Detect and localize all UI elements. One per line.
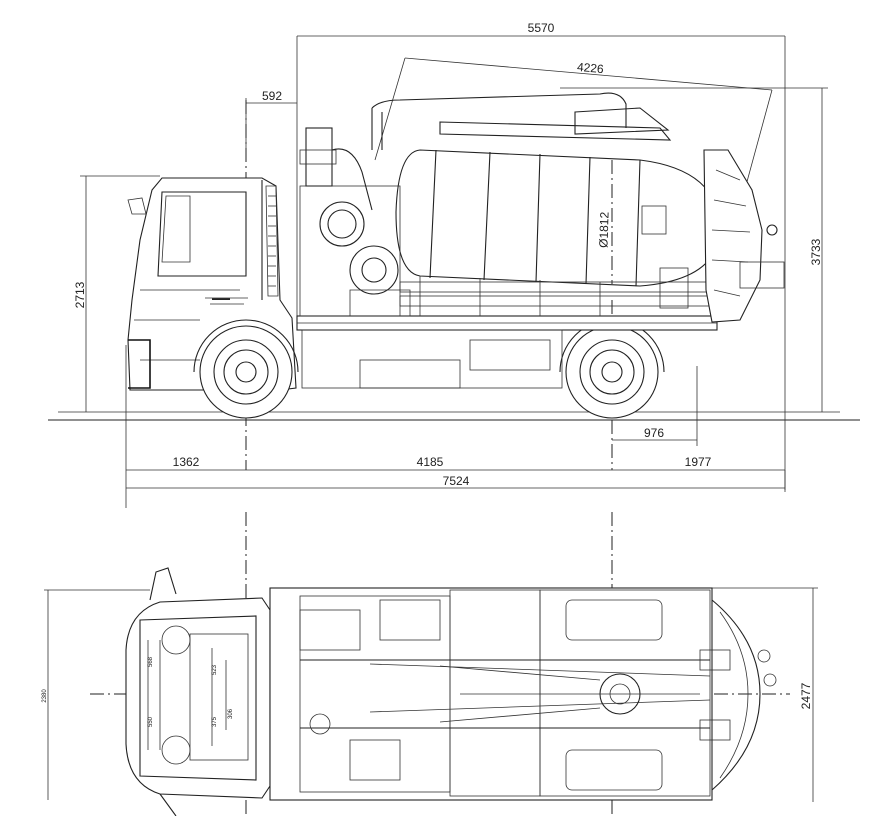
dimension-width: 2380 2477 — [42, 587, 818, 802]
chassis-frame — [296, 315, 718, 389]
dim-label-306: 306 — [228, 708, 234, 719]
cab-badge: ▬▬▬ — [212, 296, 230, 302]
dim-label-375: 375 — [212, 716, 218, 727]
dimension-592: 592 — [245, 89, 297, 150]
rear-wheel — [559, 319, 665, 419]
body-top — [269, 587, 777, 801]
dim-label-1977: 1977 — [685, 455, 712, 469]
dimension-body-length: 5570 — [296, 21, 786, 490]
dim-label-523: 523 — [212, 664, 218, 675]
dim-label-2380: 2380 — [42, 689, 48, 703]
dim-label-7524: 7524 — [443, 474, 470, 488]
dimension-height-overall: 3733 — [560, 87, 828, 412]
dim-label-976: 976 — [644, 426, 664, 440]
side-view: 2713 3733 5570 4226 592 — [48, 21, 860, 508]
dimension-chain: 1362 4185 1977 976 7524 — [125, 345, 786, 508]
dim-label-3733: 3733 — [809, 238, 823, 265]
dimension-tank-length: 4226 — [374, 57, 773, 201]
dim-label-tank-diameter: Ø1812 — [596, 211, 611, 248]
dim-label-1362: 1362 — [173, 455, 200, 469]
dim-label-4226: 4226 — [576, 60, 604, 76]
dim-label-4185: 4185 — [417, 455, 444, 469]
dim-label-592: 592 — [262, 89, 282, 103]
vacuum-tank: Ø1812 — [371, 92, 721, 316]
dim-label-2477: 2477 — [799, 682, 813, 709]
dim-label-2713: 2713 — [73, 281, 87, 308]
dim-label-5570: 5570 — [528, 21, 555, 35]
dimension-height-cabin: 2713 — [73, 175, 160, 412]
dim-label-568: 568 — [148, 656, 154, 667]
pump-unit — [299, 127, 411, 317]
cab-top: 568 550 523 375 306 — [125, 567, 271, 816]
top-view: 2380 2477 568 550 523 375 306 — [42, 512, 818, 816]
rear-door-assembly — [641, 149, 785, 323]
front-wheel — [193, 319, 299, 419]
dim-label-550: 550 — [148, 716, 154, 727]
